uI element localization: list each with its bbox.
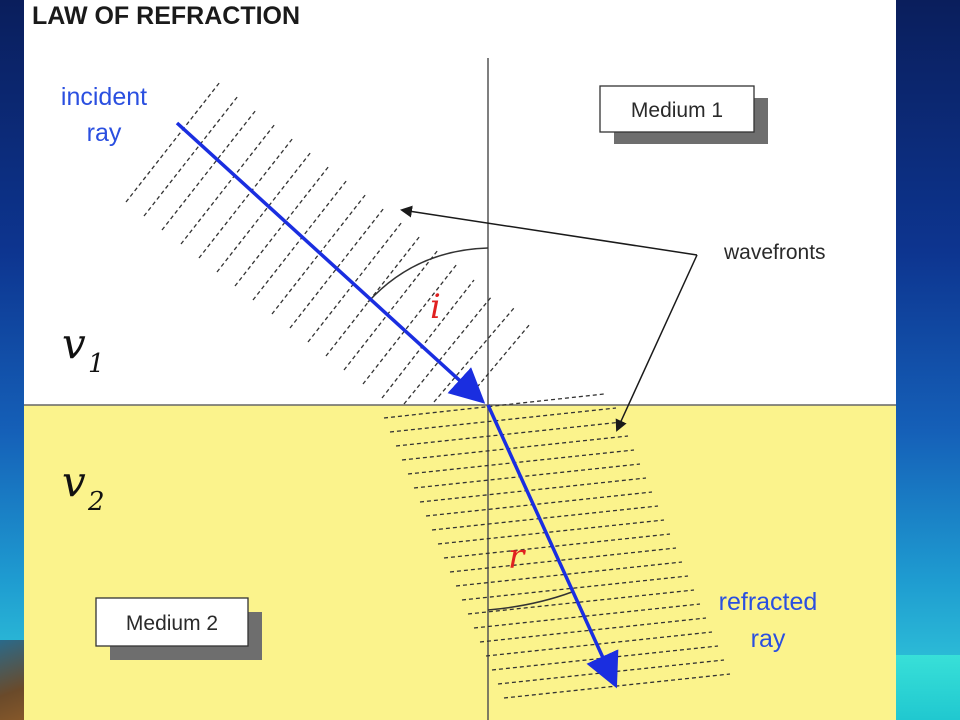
svg-text:v: v [62,457,86,506]
svg-text:v: v [62,319,86,368]
refracted-ray-label-line2: ray [751,625,786,653]
velocity-2-label: v 2 [62,457,105,517]
medium-1-label: Medium 1 [631,99,723,122]
refracted-wavefronts [383,393,731,699]
wavefronts-label: wavefronts [723,241,826,264]
medium-2-region [24,405,896,720]
wavefront-pointer-upper [400,205,698,256]
wavefront-pointer-lower [615,254,698,432]
svg-text:1: 1 [88,349,105,379]
refraction-diagram: LAW OF REFRACTION [24,0,896,720]
refracted-ray [486,404,619,689]
medium-1-box: Medium 1 [599,85,768,144]
velocity-1-label: v 1 [62,319,105,379]
incident-ray-label-line2: ray [87,119,122,147]
medium-2-label: Medium 2 [126,612,218,635]
slide-background-right [890,655,960,720]
diagram-title: LAW OF REFRACTION [32,2,300,30]
svg-text:2: 2 [87,487,105,517]
medium-1-region [24,0,896,405]
refraction-angle-label: r [508,537,526,577]
incident-ray [175,121,486,404]
refraction-angle-arc [487,591,573,611]
incidence-angle-arc [367,247,489,303]
medium-2-box: Medium 2 [95,597,262,660]
incident-ray-label-line1: incident [61,83,147,111]
incidence-angle-label: i [430,287,441,327]
refracted-ray-label-line1: refracted [719,588,818,616]
